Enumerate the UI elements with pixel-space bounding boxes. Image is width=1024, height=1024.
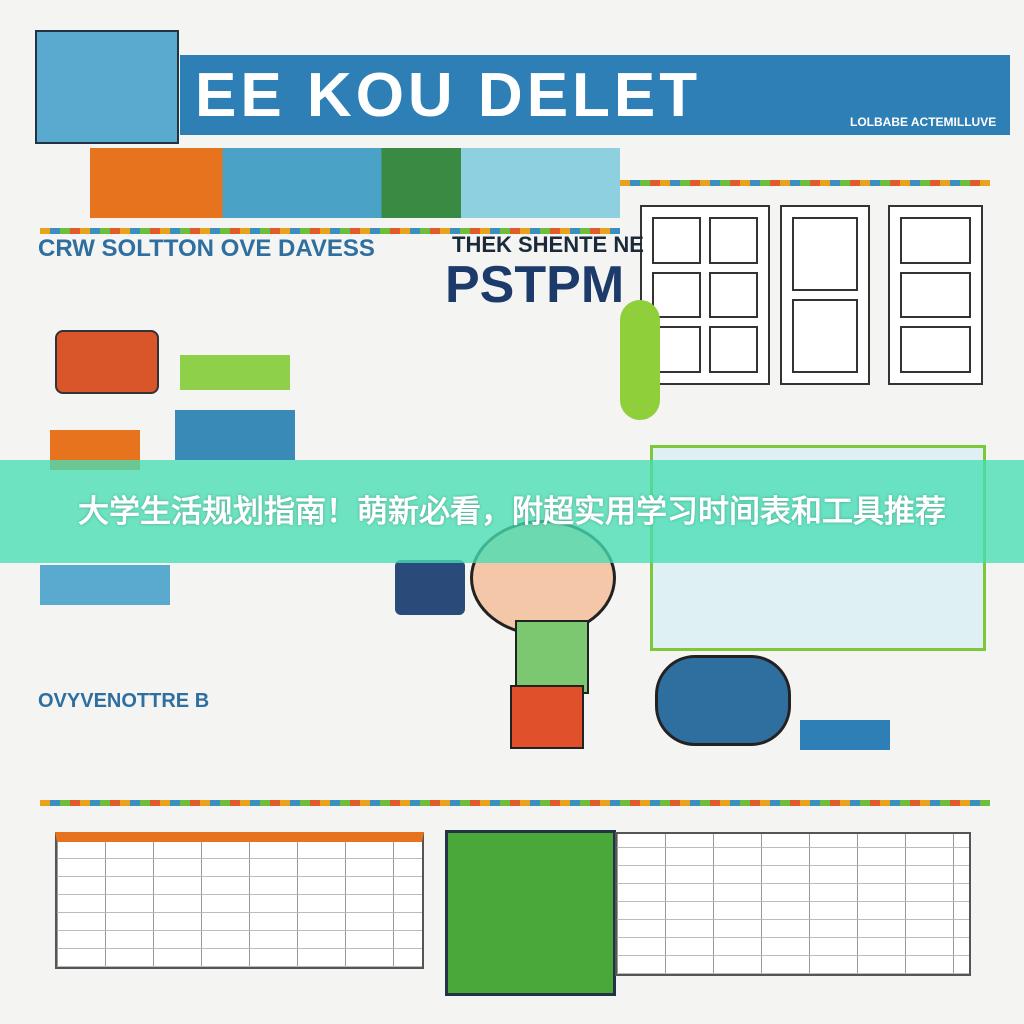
title-banner: 大学生活规划指南！萌新必看，附超实用学习时间表和工具推荐 — [0, 460, 1024, 563]
schedule-grid — [780, 205, 870, 385]
section-mid-title: THEK SHENTE NE — [452, 232, 644, 257]
timetable — [615, 832, 971, 976]
character-body — [515, 620, 589, 694]
header-subtext: LOLBABE ACTEMILLUVE — [850, 115, 997, 129]
divider-stripe — [40, 228, 620, 234]
banner-title: 大学生活规划指南！萌新必看，附超实用学习时间表和工具推荐 — [78, 493, 946, 530]
character-skirt — [510, 685, 584, 749]
schedule-grid — [888, 205, 983, 385]
header-text: EE KOU DELET — [195, 61, 702, 130]
section-mid-big: PSTPM — [445, 256, 625, 314]
header-band — [180, 55, 1010, 135]
divider-stripe — [40, 800, 990, 806]
pen-illustration — [800, 720, 890, 750]
blue-tab — [40, 565, 170, 605]
blue-card — [175, 410, 295, 460]
machine-left — [35, 30, 179, 144]
bottom-left-title: OVYVENOTTRE B — [38, 690, 210, 712]
backpack-illustration — [655, 655, 791, 746]
green-board — [445, 830, 616, 996]
briefcase-illustration — [55, 330, 159, 394]
section-left-title: CRW SOLTTON OVE DAVESS — [38, 235, 375, 262]
bag-illustration — [395, 560, 465, 615]
schedule-grid — [640, 205, 770, 385]
green-card — [180, 355, 290, 390]
color-strip — [90, 148, 620, 218]
green-splash — [620, 300, 660, 420]
divider-stripe — [620, 180, 990, 186]
timetable — [55, 832, 424, 969]
